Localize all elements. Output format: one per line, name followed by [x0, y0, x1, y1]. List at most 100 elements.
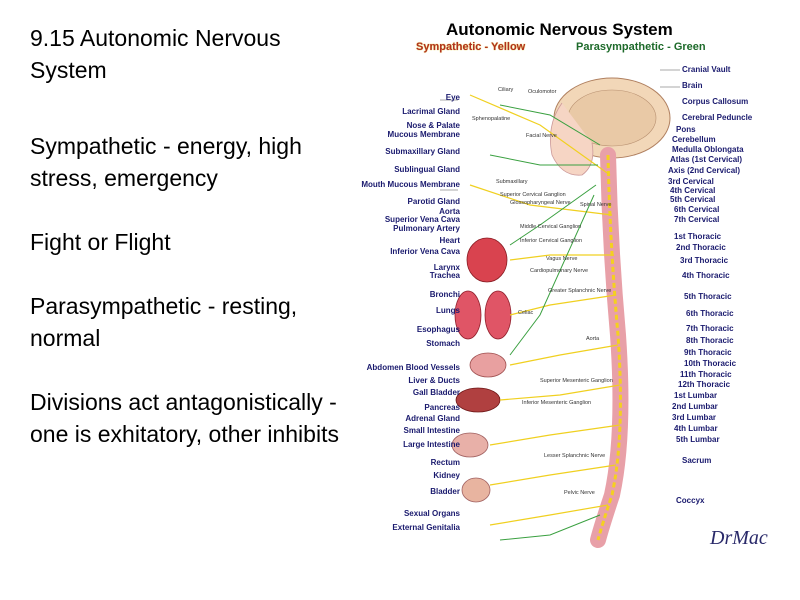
label-mucous: Mucous Membrane	[387, 130, 460, 139]
label-nose: Nose & Palate	[406, 121, 460, 130]
slide-text: 9.15 Autonomic Nervous System Sympatheti…	[30, 22, 350, 450]
label-esophagus: Esophagus	[416, 325, 460, 334]
label-abdomen: Abdomen Blood Vessels	[366, 363, 460, 372]
sympathetic-text: Sympathetic - energy, high stress, emerg…	[30, 133, 302, 191]
label-external-genitalia: External Genitalia	[392, 523, 460, 532]
label-cardiopulmonary: Cardiopulmonary Nerve	[530, 268, 589, 274]
label-sacrum: Sacrum	[682, 456, 712, 465]
label-sexual-organs: Sexual Organs	[403, 509, 460, 518]
label-t10: 10th Thoracic	[684, 359, 737, 368]
label-l1: 1st Lumbar	[674, 391, 718, 400]
drmac-signature: DrMac	[710, 527, 768, 549]
label-t4: 4th Thoracic	[682, 271, 730, 280]
label-t2: 2nd Thoracic	[676, 243, 726, 252]
label-mouth: Mouth Mucous Membrane	[361, 180, 460, 189]
label-parotid: Parotid Gland	[407, 197, 460, 206]
label-lungs: Lungs	[436, 306, 460, 315]
label-superior-cervical: Superior Cervical Ganglion	[500, 192, 566, 198]
label-celiac: Celiac	[518, 310, 534, 316]
label-ivc: Inferior Vena Cava	[390, 247, 460, 256]
label-pelvic-nerve: Pelvic Nerve	[564, 490, 595, 496]
lung-left-shape	[454, 290, 482, 340]
stomach-shape	[469, 352, 507, 378]
label-c6: 6th Cervical	[674, 205, 720, 214]
label-inferior-mesenteric: Inferior Mesenteric Ganglion	[522, 400, 592, 406]
ans-diagram: Autonomic Nervous System Sympathetic - Y…	[350, 15, 770, 575]
label-c5: 5th Cervical	[670, 195, 716, 204]
slide-title: 9.15 Autonomic Nervous System	[30, 25, 281, 83]
label-medulla: Medulla Oblongata	[672, 145, 744, 154]
parasympathetic-nerves	[489, 104, 601, 541]
divisions-text: Divisions act antagonistically - one is …	[30, 389, 339, 447]
label-inferior-cervical: Inferior Cervical Ganglion	[520, 238, 583, 244]
label-glossopharyngeal: Glossopharyngeal Nerve	[510, 200, 571, 206]
label-brain: Brain	[682, 81, 703, 90]
label-t1: 1st Thoracic	[674, 232, 722, 241]
label-eye: Eye	[445, 93, 460, 102]
label-oculomotor: Oculomotor	[528, 89, 557, 95]
label-t11: 11th Thoracic	[680, 370, 732, 379]
label-bronchi: Bronchi	[429, 290, 460, 299]
label-rectum: Rectum	[430, 458, 460, 467]
figure-title: Autonomic Nervous System	[446, 20, 673, 39]
label-cranial-vault: Cranial Vault	[682, 65, 731, 74]
label-t12: 12th Thoracic	[678, 380, 731, 389]
label-spinal-nerve: Spinal Nerve	[580, 202, 612, 208]
label-t9: 9th Thoracic	[684, 348, 732, 357]
label-sublingual: Sublingual Gland	[394, 165, 460, 174]
heart-shape	[466, 237, 508, 283]
label-aorta-inner: Aorta	[586, 336, 600, 342]
legend-sympathetic: Sympathetic - Yellow	[416, 41, 526, 53]
label-pancreas: Pancreas	[424, 403, 460, 412]
label-pons: Pons	[676, 125, 696, 134]
label-gallbladder: Gall Bladder	[412, 388, 460, 397]
label-bladder: Bladder	[430, 487, 460, 496]
label-axis: Axis (2nd Cervical)	[668, 166, 741, 175]
label-facial-nerve: Facial Nerve	[526, 133, 557, 139]
label-large-intestine: Large Intestine	[403, 440, 460, 449]
label-t5: 5th Thoracic	[684, 292, 732, 301]
label-l2: 2nd Lumbar	[672, 402, 718, 411]
fight-or-flight-text: Fight or Flight	[30, 229, 171, 255]
label-t3: 3rd Thoracic	[680, 256, 729, 265]
label-leaders	[440, 69, 680, 191]
parasympathetic-text: Parasympathetic - resting, normal	[30, 293, 298, 351]
label-greater-splanchnic: Greater Splanchnic Nerve	[548, 288, 612, 294]
label-c3: 3rd Cervical	[668, 177, 714, 186]
label-pulmonary: Pulmonary Artery	[393, 224, 460, 233]
label-superior-mesenteric: Superior Mesenteric Ganglion	[540, 378, 613, 384]
label-l5: 5th Lumbar	[676, 435, 720, 444]
bladder-shape	[461, 477, 491, 503]
legend-parasympathetic: Parasympathetic - Green	[576, 41, 706, 53]
lung-right-shape	[484, 290, 512, 340]
label-lacrimal: Lacrimal Gland	[402, 107, 460, 116]
label-l3: 3rd Lumbar	[672, 413, 717, 422]
label-aorta: Aorta	[439, 207, 460, 216]
label-middle-cervical: Middle Cervical Ganglion	[520, 224, 582, 230]
label-adrenal: Adrenal Gland	[405, 414, 460, 423]
label-cerebellum: Cerebellum	[672, 135, 716, 144]
label-t8: 8th Thoracic	[686, 336, 734, 345]
label-submaxillary: Submaxillary Gland	[385, 147, 460, 156]
sympathetic-nerves	[469, 94, 621, 526]
label-l4: 4th Lumbar	[674, 424, 718, 433]
label-larynx: Larynx	[433, 263, 460, 272]
label-small-intestine: Small Intestine	[403, 426, 460, 435]
label-heart: Heart	[439, 236, 460, 245]
label-c7: 7th Cervical	[674, 215, 720, 224]
label-c4: 4th Cervical	[670, 186, 716, 195]
intestine-shape	[451, 432, 489, 458]
label-sphenopalatine: Sphenopalatine	[472, 116, 511, 122]
label-lesser-splanchnic: Lesser Splanchnic Nerve	[544, 453, 606, 459]
label-corpus-callosum: Corpus Callosum	[682, 97, 749, 106]
label-submaxillary-ganglion: Submaxillary	[496, 179, 528, 185]
label-kidney: Kidney	[433, 471, 460, 480]
liver-shape	[455, 387, 501, 413]
label-atlas: Atlas (1st Cervical)	[670, 155, 743, 164]
anatomy-illustration	[440, 69, 680, 548]
label-cerebral-peduncle: Cerebral Peduncle	[682, 113, 753, 122]
label-trachea: Trachea	[429, 271, 460, 280]
label-t6: 6th Thoracic	[686, 309, 734, 318]
label-vagus: Vagus Nerve	[546, 256, 578, 262]
label-svc: Superior Vena Cava	[384, 215, 460, 224]
